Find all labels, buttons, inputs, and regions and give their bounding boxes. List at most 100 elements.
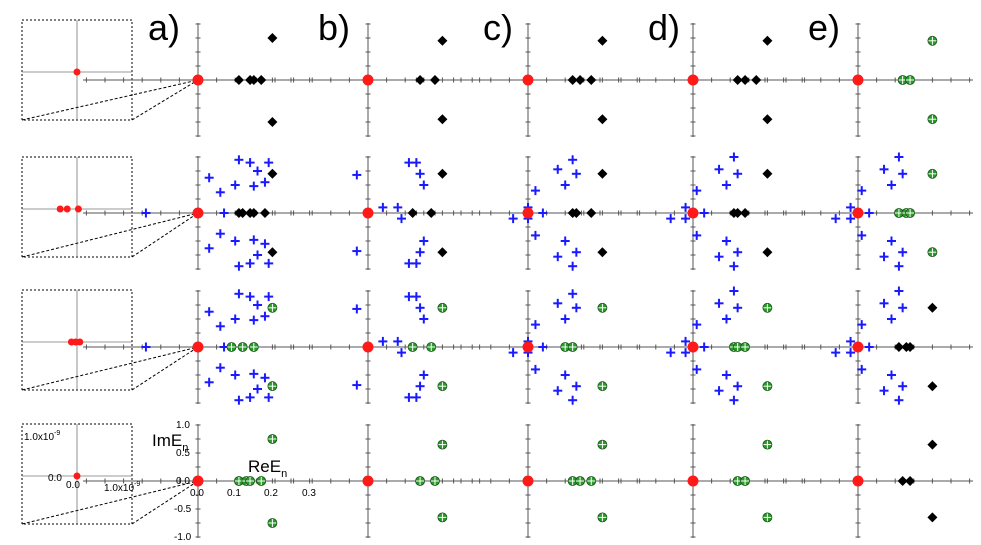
blue-plus-point xyxy=(415,381,425,391)
red-origin-point xyxy=(192,475,204,487)
blue-plus-point xyxy=(378,336,388,346)
blue-plus-point xyxy=(568,261,578,271)
blue-plus-point xyxy=(249,181,259,191)
blue-plus-point xyxy=(411,292,421,302)
black-diamond-point xyxy=(905,476,916,486)
inset-x-right-label: 1.0x10-9 xyxy=(104,481,140,494)
x-tick-3: 0.3 xyxy=(302,488,316,499)
blue-plus-point xyxy=(538,342,548,352)
blue-plus-point xyxy=(692,186,702,196)
green-crossed-circle-point xyxy=(415,476,425,486)
blue-plus-point xyxy=(393,202,403,212)
blue-plus-point xyxy=(215,363,225,373)
black-diamond-point xyxy=(248,75,259,85)
blue-plus-point xyxy=(253,384,263,394)
blue-plus-point xyxy=(553,298,563,308)
blue-plus-point xyxy=(264,392,274,402)
green-crossed-circle-point xyxy=(597,439,608,450)
green-crossed-circle-point xyxy=(234,476,244,486)
blue-plus-point xyxy=(378,202,388,212)
zoom-line xyxy=(21,79,199,121)
blue-plus-point xyxy=(879,164,889,174)
blue-plus-point xyxy=(419,314,429,324)
blue-plus-point xyxy=(831,214,841,224)
blue-plus-point xyxy=(681,214,691,224)
green-crossed-circle-point xyxy=(762,381,773,392)
green-crossed-circle-point xyxy=(575,476,585,486)
red-origin-point xyxy=(522,475,534,487)
blue-plus-point xyxy=(234,155,244,165)
red-origin-point xyxy=(362,341,374,353)
zoom-line xyxy=(21,346,199,391)
blue-plus-point xyxy=(260,239,270,249)
green-crossed-circle-point xyxy=(256,476,267,486)
black-diamond-point xyxy=(762,35,773,46)
blue-plus-point xyxy=(264,292,274,302)
blue-plus-point xyxy=(396,348,406,358)
green-crossed-circle-point xyxy=(226,342,237,352)
blue-plus-point xyxy=(846,336,856,346)
panel-label-d: d) xyxy=(648,7,680,48)
panel-label-e: e) xyxy=(808,7,840,48)
inset-origin-x-label: 0.0 xyxy=(66,480,80,491)
green-crossed-circle-point xyxy=(267,381,278,392)
blue-plus-point xyxy=(419,236,429,246)
blue-plus-point xyxy=(714,252,724,262)
blue-plus-point xyxy=(721,370,731,380)
black-diamond-point xyxy=(237,208,248,218)
blue-plus-point xyxy=(571,169,581,179)
black-diamond-point xyxy=(575,75,586,85)
red-origin-point xyxy=(192,74,204,86)
blue-plus-point xyxy=(729,261,739,271)
blue-plus-point xyxy=(886,180,896,190)
blue-plus-point xyxy=(879,252,889,262)
blue-plus-point xyxy=(508,348,518,358)
panel-label-b: b) xyxy=(318,7,350,48)
blue-plus-point xyxy=(264,158,274,168)
blue-plus-point xyxy=(864,208,874,218)
blue-plus-point xyxy=(721,314,731,324)
blue-plus-point xyxy=(886,314,896,324)
black-diamond-point xyxy=(597,168,608,179)
blue-plus-point xyxy=(141,342,151,352)
axes-layer xyxy=(83,23,973,538)
green-crossed-circle-point xyxy=(927,35,938,46)
red-origin-point xyxy=(852,207,864,219)
blue-plus-point xyxy=(894,261,904,271)
green-crossed-circle-point xyxy=(927,114,938,125)
inset-origin-y-label: 0.0 xyxy=(48,473,62,484)
inset-point-red xyxy=(56,205,64,213)
red-origin-point xyxy=(852,74,864,86)
zoom-line xyxy=(131,79,199,121)
blue-plus-point xyxy=(230,180,240,190)
blue-plus-point xyxy=(721,180,731,190)
blue-plus-point xyxy=(894,395,904,405)
green-crossed-circle-point xyxy=(905,75,915,85)
blue-plus-point xyxy=(699,342,709,352)
blue-plus-point xyxy=(253,166,263,176)
blue-plus-point xyxy=(560,314,570,324)
black-diamond-point xyxy=(267,247,278,258)
blue-plus-point xyxy=(692,364,702,374)
black-diamond-point xyxy=(429,75,440,85)
blue-plus-point xyxy=(681,336,691,346)
y-tick-1: 0.5 xyxy=(176,448,190,459)
blue-plus-point xyxy=(571,303,581,313)
blue-plus-point xyxy=(204,377,214,387)
inset-point-red xyxy=(74,205,82,213)
blue-plus-point xyxy=(352,170,362,180)
blue-plus-point xyxy=(352,246,362,256)
blue-plus-point xyxy=(894,286,904,296)
black-diamond-point xyxy=(437,35,448,46)
blue-plus-point xyxy=(898,169,908,179)
blue-plus-point xyxy=(879,298,889,308)
y-tick-4: -1.0 xyxy=(174,532,192,543)
blue-plus-point xyxy=(879,386,889,396)
green-crossed-circle-point xyxy=(267,434,278,444)
blue-plus-point xyxy=(508,214,518,224)
blue-plus-point xyxy=(857,320,867,330)
black-diamond-point xyxy=(762,114,773,125)
blue-plus-point xyxy=(666,348,676,358)
black-diamond-point xyxy=(927,439,938,450)
blue-plus-point xyxy=(230,236,240,246)
